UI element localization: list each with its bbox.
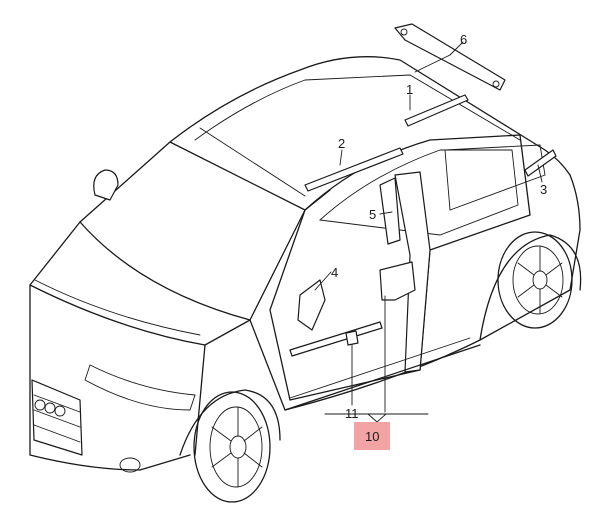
part-11-clip	[345, 330, 359, 346]
callout-11: 11	[345, 406, 359, 421]
rear-wheel	[479, 231, 582, 341]
part-3-moulding	[524, 149, 557, 177]
leader-lines	[314, 41, 543, 423]
callout-10: 10	[365, 429, 379, 444]
highlight-box	[354, 422, 390, 450]
callout-3: 3	[540, 182, 547, 197]
callout-4: 4	[331, 265, 338, 280]
car-body	[29, 56, 581, 473]
callout-6: 6	[460, 32, 467, 47]
part-2-moulding	[304, 147, 404, 192]
part-4-panel	[297, 279, 326, 331]
callout-2: 2	[338, 136, 345, 151]
part-10-sill-trim	[379, 261, 416, 301]
part-5-trim	[379, 177, 401, 245]
front-wheel	[179, 389, 281, 503]
part-6-rail	[394, 23, 506, 91]
part-1-moulding	[404, 94, 469, 127]
callout-5: 5	[369, 207, 376, 222]
callout-1: 1	[406, 82, 413, 97]
